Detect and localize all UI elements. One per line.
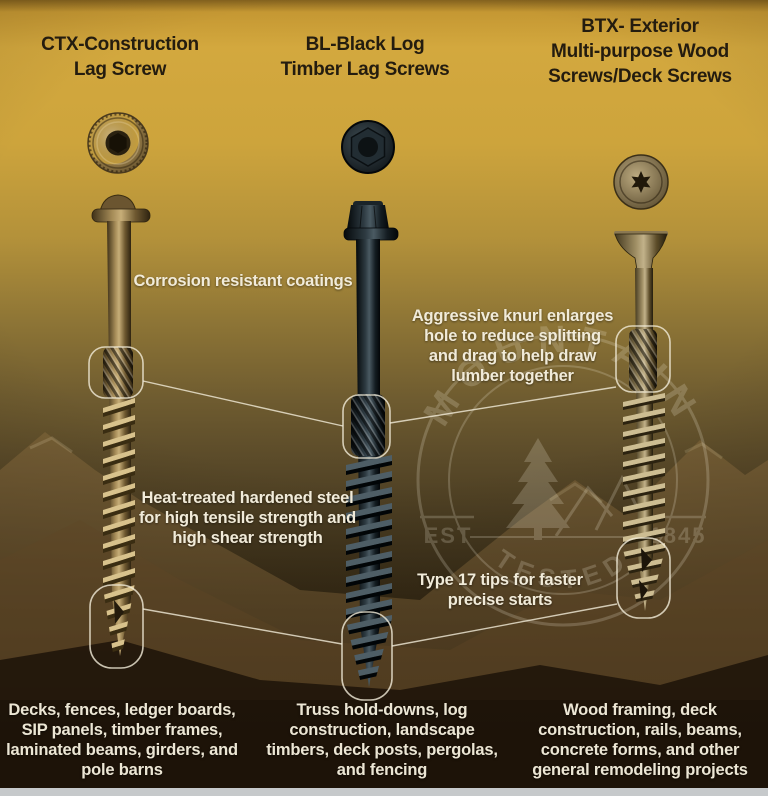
uses-line: SIP panels, timber frames, — [21, 721, 223, 739]
callout-line-text: Corrosion resistant coatings — [133, 272, 353, 290]
knurl-callout-line — [389, 386, 617, 424]
callout-line-text: high shear strength — [172, 529, 323, 547]
title-line: BL-Black Log — [305, 34, 425, 55]
callout-knurl: Aggressive knurl enlarges hole to reduce… — [405, 306, 620, 386]
callout-line-text: for high tensile strength and — [139, 509, 356, 527]
uses-ctx: Decks, fences, ledger boards, SIP panels… — [6, 700, 238, 780]
tip-callout-line — [142, 608, 343, 645]
callout-line-text: lumber together — [451, 367, 574, 385]
bl-screw-illustration — [341, 120, 399, 687]
bl-knurl-highlight-box — [342, 394, 391, 459]
uses-line: and fencing — [336, 761, 428, 779]
mountain-scenery — [0, 432, 768, 796]
callout-line-text: and drag to help draw — [428, 347, 597, 365]
title-line: Lag Screw — [73, 59, 167, 80]
callout-corrosion: Corrosion resistant coatings — [128, 271, 358, 291]
tip-callout-line — [391, 603, 618, 647]
callout-overlays — [88, 325, 671, 701]
ctx-head-side-view — [99, 194, 137, 213]
bl-tip-highlight-box — [341, 611, 393, 701]
ctx-knurl — [103, 347, 133, 398]
btx-tip-highlight-box — [616, 537, 671, 619]
callout-type17-tips: Type 17 tips for faster precise starts — [410, 570, 590, 610]
btx-torx-recess — [631, 171, 651, 193]
ctx-screw-illustration — [87, 112, 151, 656]
callout-line-text: precise starts — [447, 591, 553, 609]
pine-tree-icon — [506, 438, 570, 540]
bl-knurl — [351, 394, 385, 456]
knurl-callout-line — [142, 380, 344, 427]
ctx-hex-socket — [109, 133, 127, 153]
uses-bl: Truss hold-downs, log construction, land… — [262, 700, 502, 780]
uses-line: concrete forms, and other — [540, 741, 740, 759]
bl-flange — [343, 227, 399, 241]
title-line: Timber Lag Screws — [280, 59, 450, 80]
title-line: BTX- Exterior — [581, 16, 699, 37]
uses-line: general remodeling projects — [532, 761, 748, 779]
callout-heat-treated: Heat-treated hardened steel for high ten… — [135, 488, 360, 548]
uses-line: timbers, deck posts, pergolas, — [266, 741, 498, 759]
ctx-knurl-highlight-box — [88, 346, 144, 399]
product-title-bl: BL-Black Log Timber Lag Screws — [265, 32, 465, 82]
ctx-tip-flute — [114, 600, 124, 624]
ctx-tip-highlight-box — [89, 584, 144, 669]
uses-line: construction, rails, beams, — [538, 721, 742, 739]
btx-knurl — [629, 329, 657, 391]
title-line: Screws/Deck Screws — [548, 66, 732, 87]
product-title-ctx: CTX-Construction Lag Screw — [20, 32, 220, 82]
callout-line-text: Type 17 tips for faster — [417, 571, 583, 589]
uses-btx: Wood framing, deck construction, rails, … — [518, 700, 762, 780]
uses-line: Truss hold-downs, log — [296, 701, 468, 719]
title-line: Multi-purpose Wood — [551, 41, 729, 62]
callout-line-text: Heat-treated hardened steel — [141, 489, 354, 507]
title-line: CTX-Construction — [41, 34, 199, 55]
bl-hex-head-side — [347, 205, 389, 229]
uses-line: Wood framing, deck — [563, 701, 717, 719]
btx-bugle-head-side — [614, 233, 668, 271]
bottom-edge-strip — [0, 788, 768, 796]
callout-line-text: Aggressive knurl enlarges — [411, 307, 614, 325]
uses-line: construction, landscape — [289, 721, 475, 739]
watermark-est-label: EST — [424, 523, 473, 548]
btx-type17-notch — [641, 548, 652, 572]
btx-knurl-highlight-box — [615, 325, 671, 393]
btx-screw-illustration — [613, 154, 669, 611]
callout-line-text: hole to reduce splitting — [424, 327, 601, 345]
uses-line: Decks, fences, ledger boards, — [8, 701, 236, 719]
uses-line: pole barns — [81, 761, 163, 779]
product-title-btx: BTX- Exterior Multi-purpose Wood Screws/… — [528, 14, 752, 89]
uses-line: laminated beams, girders, and — [6, 741, 238, 759]
